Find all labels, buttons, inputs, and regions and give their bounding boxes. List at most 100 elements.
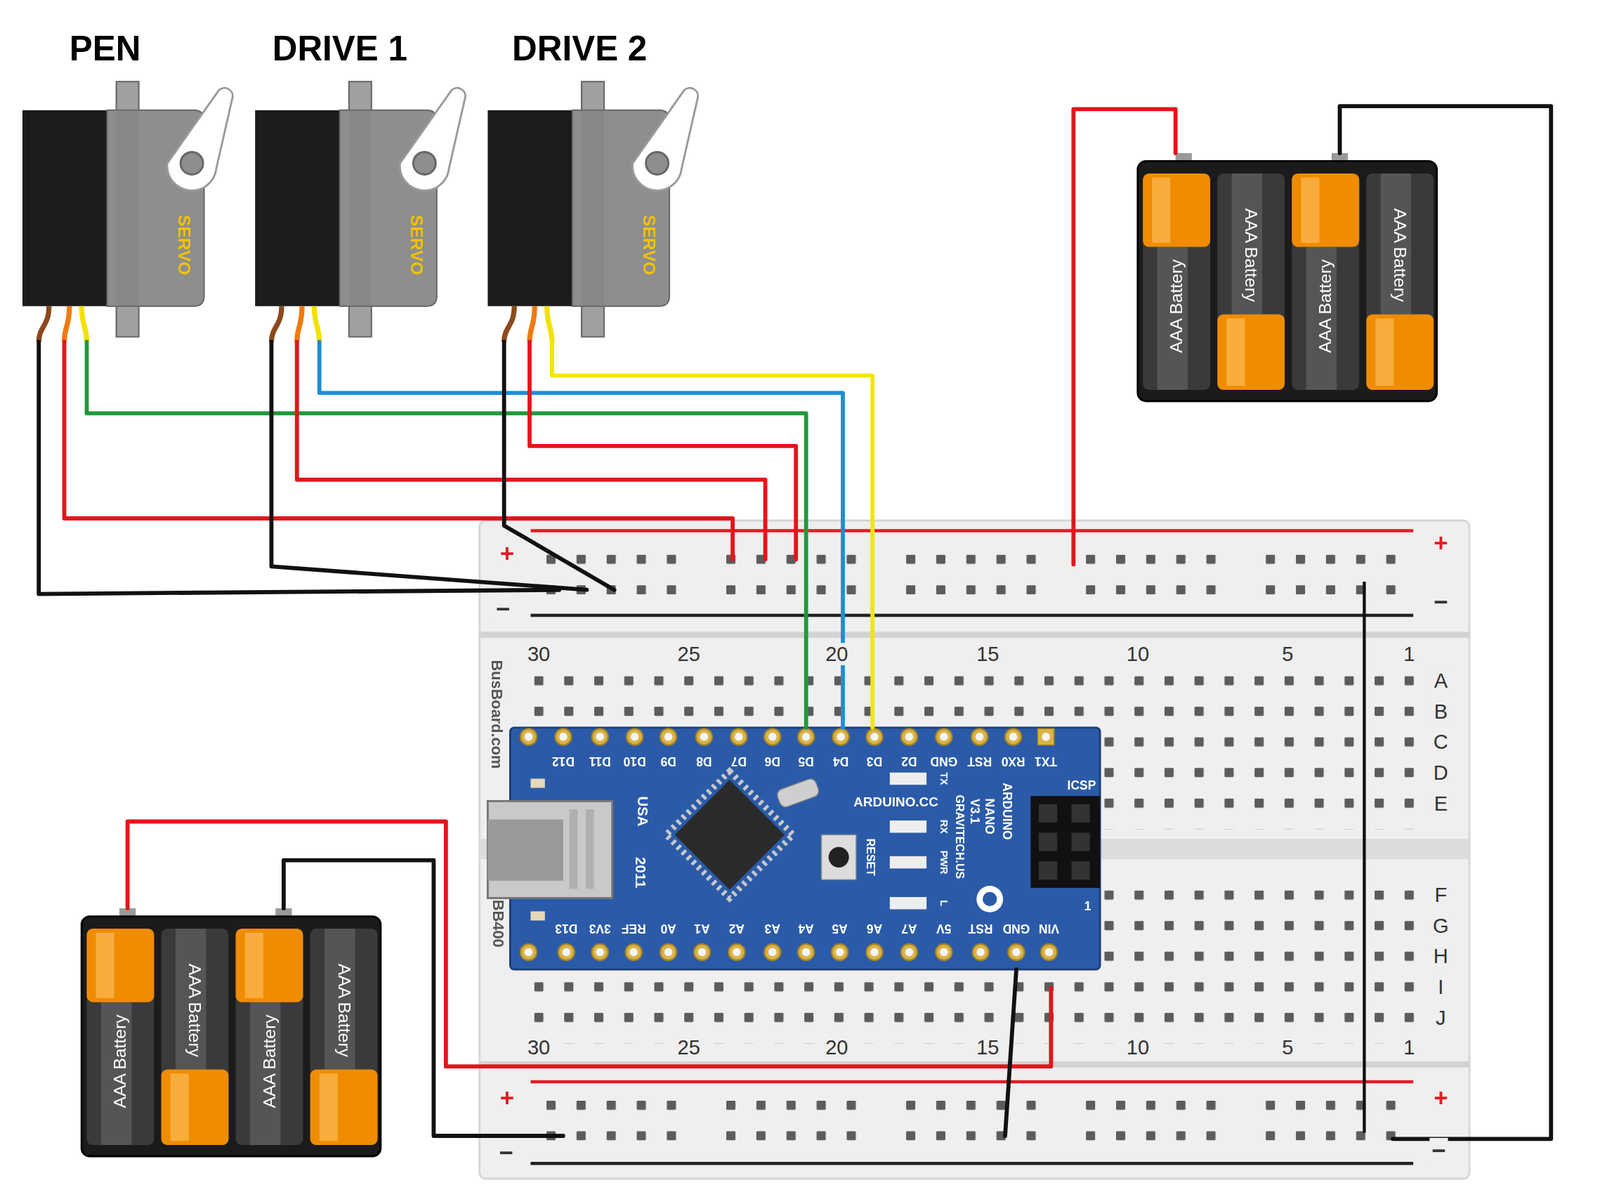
node-label: GRAVITECH.US bbox=[952, 792, 966, 881]
node-label: AAA Battery bbox=[1315, 257, 1336, 355]
arduino-nano-board bbox=[487, 727, 1100, 970]
servo-motor: DRIVE 2 SERVO bbox=[487, 25, 682, 342]
node-label: AAA Battery bbox=[1241, 206, 1261, 305]
node-label: 3V3 bbox=[587, 921, 614, 936]
node-label: − bbox=[493, 595, 513, 623]
node-label: 25 bbox=[675, 642, 703, 666]
node-label: D13 bbox=[552, 921, 580, 936]
node-label: F bbox=[1432, 883, 1450, 907]
node-label: A3 bbox=[762, 921, 783, 936]
node-label: D5 bbox=[796, 754, 817, 769]
node-label: D9 bbox=[658, 754, 679, 769]
node-label: RX0 bbox=[999, 754, 1028, 769]
node-label: + bbox=[497, 540, 517, 568]
node-label: SERVO bbox=[174, 212, 194, 278]
node-label: C bbox=[1431, 730, 1451, 753]
node-label: B bbox=[1432, 700, 1450, 723]
node-label: − bbox=[1429, 1137, 1448, 1165]
node-label: I bbox=[1435, 975, 1446, 999]
arduino-nano: D12D11D10D9D8D7D6D5D4D3D2GNDRSTRX0TX1D13… bbox=[509, 727, 1100, 970]
node-label: D2 bbox=[899, 754, 919, 769]
node-label: RESET bbox=[863, 836, 878, 878]
node-label: + bbox=[497, 1084, 517, 1112]
node-label: 15 bbox=[974, 1035, 1001, 1059]
node-label: TX bbox=[937, 769, 950, 787]
breadboard bbox=[479, 520, 1470, 1179]
node-label: BusBoard.com bbox=[488, 658, 506, 772]
node-label: VIN bbox=[1036, 921, 1062, 936]
node-label: USA bbox=[634, 794, 652, 829]
node-label: AAA Battery bbox=[110, 1012, 131, 1110]
wire bbox=[1340, 106, 1552, 1139]
node-label: AAA Battery bbox=[334, 961, 354, 1060]
node-label: A6 bbox=[864, 921, 885, 936]
node-label: SERVO bbox=[639, 212, 659, 278]
servo-motor: PEN SERVO bbox=[22, 25, 217, 342]
node-label: 15 bbox=[974, 642, 1001, 666]
node-label: GND bbox=[928, 754, 961, 769]
battery-pack bbox=[81, 908, 381, 1157]
node-label: 30 bbox=[525, 1035, 553, 1059]
wire bbox=[86, 342, 806, 728]
servo-body bbox=[254, 81, 465, 342]
node-label: A1 bbox=[691, 921, 712, 936]
node-label: D bbox=[1431, 761, 1451, 784]
node-label: BB400 bbox=[490, 897, 508, 950]
node-label: AAA Battery bbox=[259, 1012, 280, 1110]
servo-body bbox=[487, 81, 698, 342]
battery-pack bbox=[1137, 153, 1438, 402]
battery-pack: AAA BatteryAAA BatteryAAA BatteryAAA Bat… bbox=[81, 908, 381, 1157]
node-label: RST bbox=[966, 921, 996, 936]
node-label: 5 bbox=[1279, 1035, 1296, 1059]
wire bbox=[504, 342, 615, 590]
node-label: D7 bbox=[729, 754, 749, 769]
node-label: − bbox=[1431, 588, 1450, 616]
node-label: D3 bbox=[864, 754, 885, 769]
node-label: NANO bbox=[982, 796, 997, 837]
node-label: GND bbox=[1000, 921, 1033, 936]
node-label: 2011 bbox=[632, 854, 649, 890]
node-label: A5 bbox=[830, 921, 850, 936]
wire bbox=[283, 860, 564, 1136]
node-label: D12 bbox=[549, 754, 577, 769]
node-label: A7 bbox=[899, 921, 919, 936]
node-label: PEN bbox=[67, 29, 143, 67]
node-label: 10 bbox=[1124, 1035, 1152, 1059]
node-label: REF bbox=[619, 921, 649, 936]
node-label: D4 bbox=[830, 754, 851, 769]
node-label: 20 bbox=[823, 642, 850, 666]
node-label: 5 bbox=[1279, 642, 1296, 666]
node-label: L bbox=[937, 897, 950, 909]
wire bbox=[552, 342, 873, 728]
wire bbox=[1073, 108, 1176, 565]
node-label: SERVO bbox=[406, 212, 427, 278]
wire bbox=[1005, 969, 1017, 1136]
node-label: ARDUINO bbox=[1000, 780, 1015, 842]
breadboard: ++−−302520151051ABCDEBusBoard.comBB400FG… bbox=[479, 520, 1470, 1179]
node-label: D10 bbox=[621, 754, 649, 769]
node-label: RX bbox=[937, 817, 950, 836]
node-label: + bbox=[1431, 1084, 1450, 1112]
node-label: 25 bbox=[675, 1035, 703, 1059]
node-label: A bbox=[1432, 669, 1450, 692]
rail-jumper bbox=[1362, 581, 1366, 1133]
node-label: 1 bbox=[1401, 642, 1417, 666]
servo-body bbox=[22, 81, 233, 342]
node-label: 1 bbox=[1082, 899, 1094, 914]
node-label: PWR bbox=[937, 848, 950, 877]
node-label: DRIVE 2 bbox=[509, 29, 649, 67]
node-label: G bbox=[1430, 914, 1451, 937]
node-label: A2 bbox=[726, 921, 747, 936]
node-label: + bbox=[1431, 529, 1450, 557]
node-label: 30 bbox=[525, 642, 553, 666]
node-label: TX1 bbox=[1032, 754, 1060, 769]
node-label: E bbox=[1432, 791, 1450, 815]
node-label: V3.1 bbox=[967, 796, 982, 826]
node-label: D6 bbox=[762, 754, 783, 769]
node-label: ARDUINO.CC bbox=[851, 794, 940, 810]
node-label: A4 bbox=[796, 921, 817, 936]
node-label: A0 bbox=[658, 921, 679, 936]
